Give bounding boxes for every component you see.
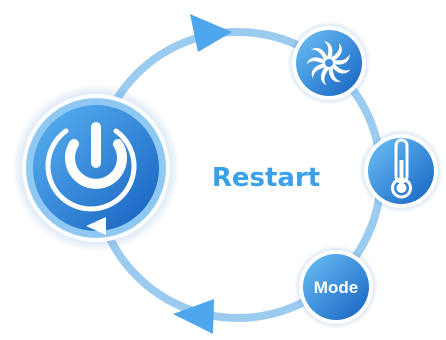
cycle-arrow-bottom xyxy=(173,299,214,334)
fan-blade xyxy=(331,54,350,65)
mode-button[interactable]: Mode xyxy=(294,245,378,329)
fan-blade xyxy=(331,62,351,74)
fan-blade xyxy=(323,41,333,60)
mode-label: Mode xyxy=(314,278,358,297)
thermometer-icon xyxy=(391,138,412,199)
fan-blade xyxy=(311,63,328,79)
power-button[interactable] xyxy=(12,84,180,252)
fan-blade xyxy=(328,65,342,83)
fan-blade xyxy=(306,57,326,65)
restart-label: Restart xyxy=(212,163,320,193)
cycle-arrow-top xyxy=(190,14,232,52)
power-cycle-icon xyxy=(45,122,137,235)
fan-icon xyxy=(306,41,351,86)
fan-blade xyxy=(311,47,328,63)
fan-hub xyxy=(325,59,333,67)
fan-blade xyxy=(329,43,342,61)
fan-button[interactable] xyxy=(287,21,371,105)
temperature-button[interactable] xyxy=(359,129,443,213)
fan-blade xyxy=(320,66,331,86)
